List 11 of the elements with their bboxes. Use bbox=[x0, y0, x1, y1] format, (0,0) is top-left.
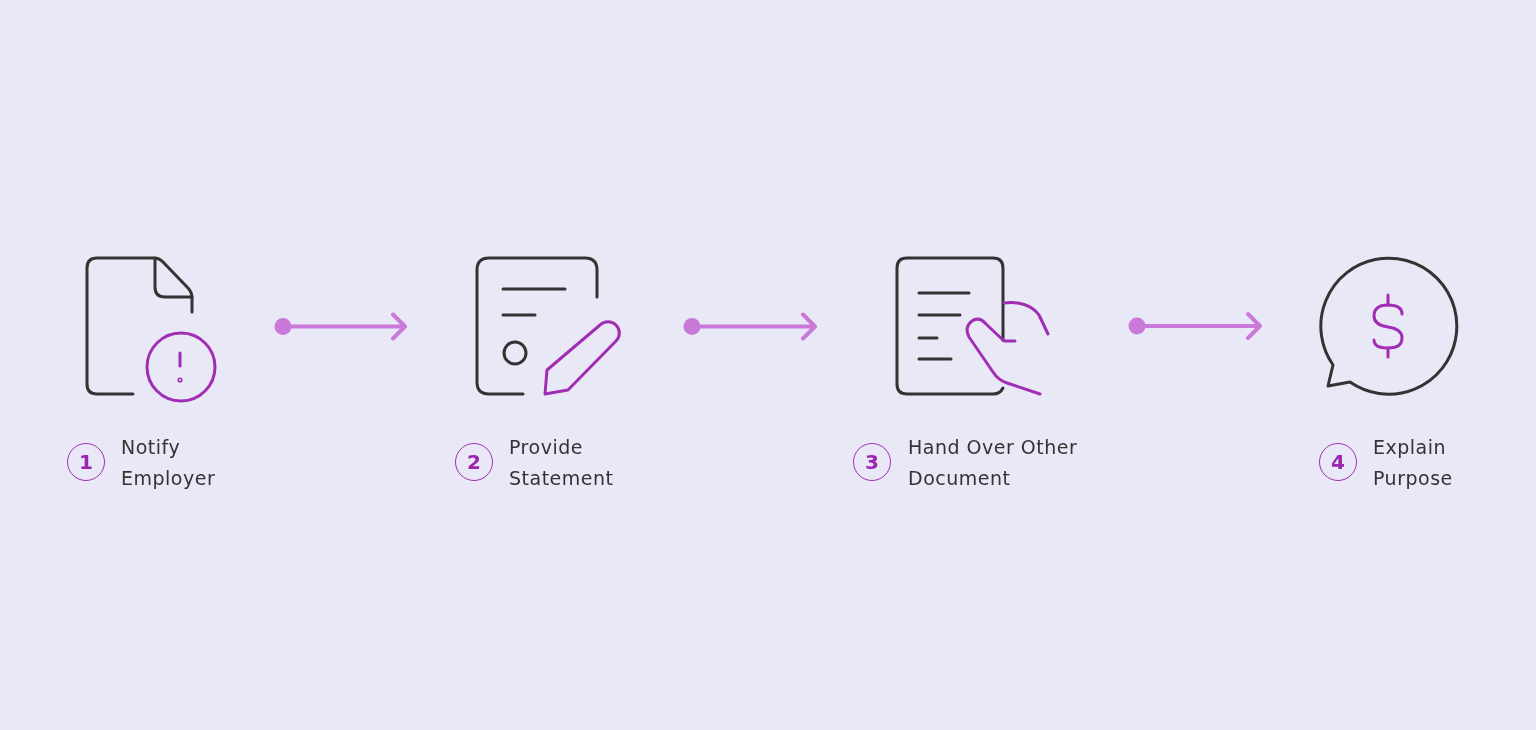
step-label: Explain Purpose bbox=[1373, 434, 1454, 491]
hand-holding-document-icon bbox=[894, 255, 1052, 398]
arrow bbox=[683, 312, 817, 341]
arrow bbox=[274, 312, 407, 341]
speech-bubble-dollar-icon bbox=[1318, 255, 1459, 397]
step-label: Provide Statement bbox=[509, 434, 615, 491]
step-label: Hand Over Other Document bbox=[908, 434, 1079, 491]
document-alert-icon bbox=[84, 255, 219, 405]
arrow bbox=[1128, 312, 1262, 340]
step-label: Notify Employer bbox=[121, 434, 217, 491]
document-pencil-icon bbox=[474, 255, 624, 398]
